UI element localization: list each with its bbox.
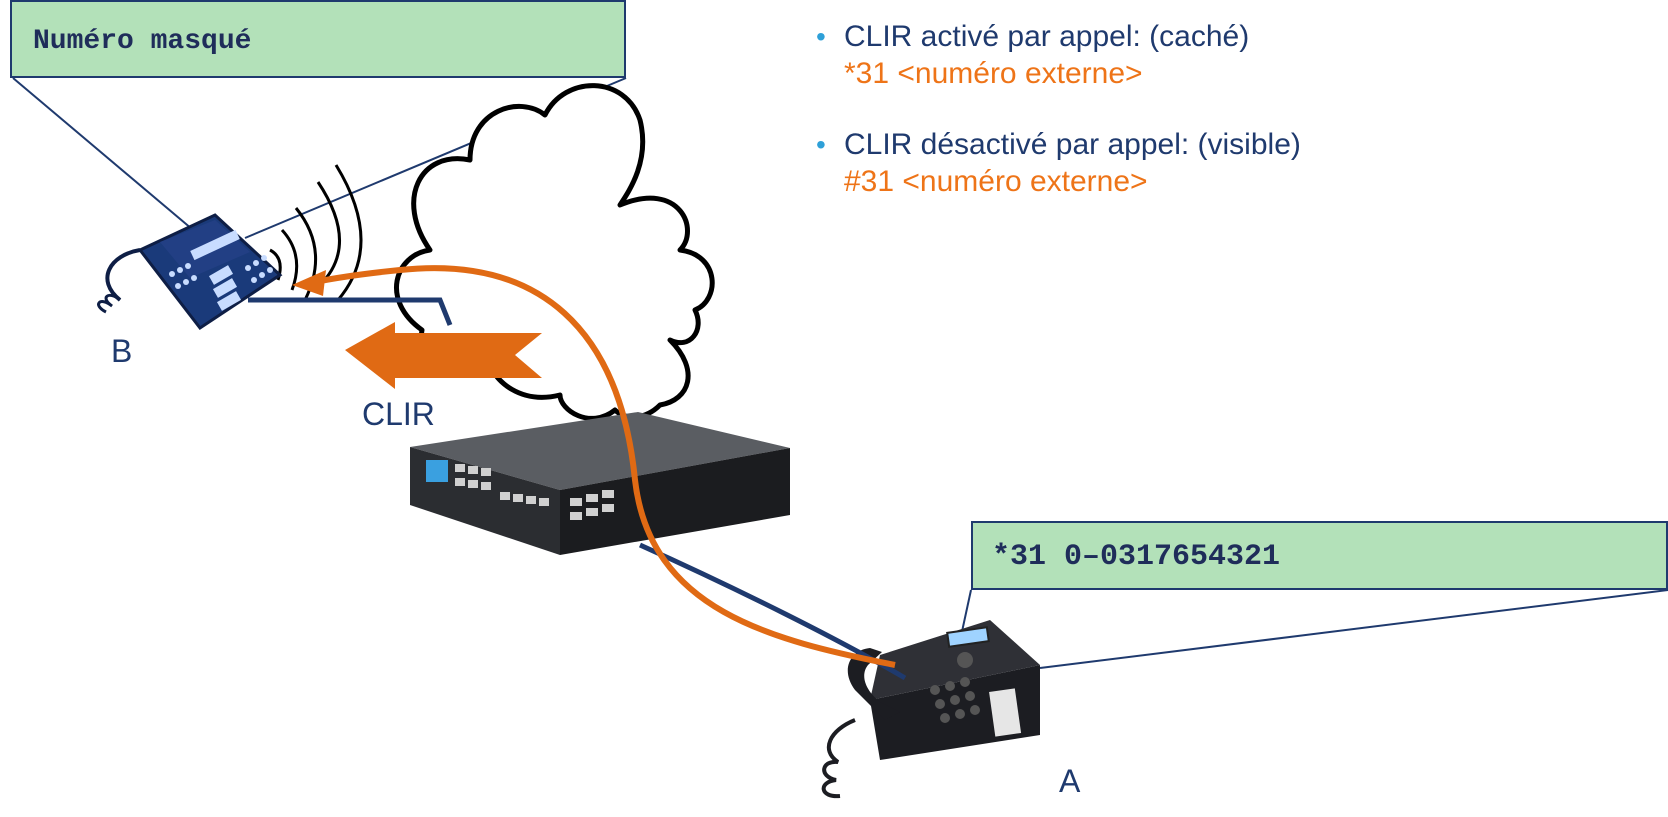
- pbx-icon: [410, 412, 790, 555]
- callout-a-text: *31 0–0317654321: [992, 540, 1281, 574]
- bullet-list: • CLIR activé par appel: (caché) *31 <nu…: [816, 18, 1301, 234]
- bullet-item-clir-on: • CLIR activé par appel: (caché) *31 <nu…: [816, 18, 1301, 92]
- call-path-arrowhead: [292, 270, 326, 296]
- clir-arrow-icon: [345, 322, 542, 389]
- phone-a-icon: [821, 620, 1040, 799]
- label-b: B: [111, 333, 133, 369]
- bullet-text: CLIR activé par appel: (caché): [844, 20, 1250, 53]
- bullet-item-clir-off: • CLIR désactivé par appel: (visible) #3…: [816, 126, 1301, 200]
- callout-b-pointer-left: [12, 77, 206, 241]
- bullet-dot-icon: •: [816, 129, 826, 160]
- call-path-orange: [314, 265, 896, 668]
- phone-b-icon: [97, 213, 283, 331]
- callout-b-hidden-number: Numéro masqué: [10, 0, 626, 78]
- callout-a-pointer-right: [1039, 589, 1668, 669]
- bullet-code: *31 <numéro externe>: [844, 57, 1143, 90]
- bullet-code: #31 <numéro externe>: [844, 165, 1148, 198]
- link-pbx-to-b: [248, 297, 453, 326]
- label-a: A: [1059, 763, 1081, 799]
- callout-b-text: Numéro masqué: [33, 26, 252, 57]
- bullet-dot-icon: •: [816, 21, 826, 52]
- bullet-text: CLIR désactivé par appel: (visible): [844, 128, 1301, 161]
- callout-a-dialed-number: *31 0–0317654321: [971, 521, 1668, 590]
- label-clir: CLIR: [362, 396, 435, 432]
